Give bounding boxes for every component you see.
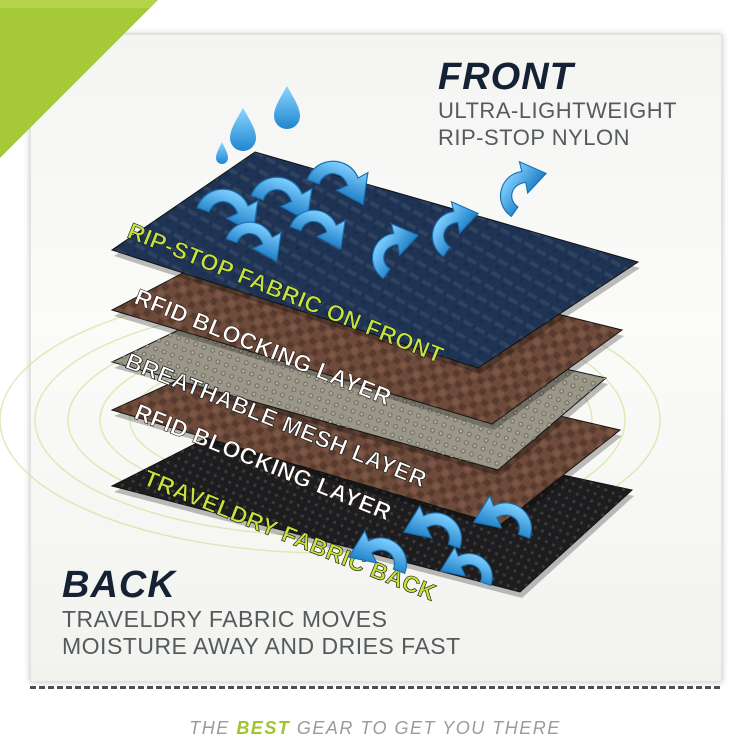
- front-subtitle-line1: ULTRA-LIGHTWEIGHT: [438, 98, 678, 123]
- water-drop-icon: [216, 142, 228, 164]
- airflow-arrow-icon: [432, 200, 480, 258]
- back-title: BACK: [62, 564, 176, 606]
- tagline: THE BEST GEAR TO GET YOU THERE: [0, 718, 750, 739]
- airflow-arrow-icon: [306, 160, 369, 206]
- corner-accent: [0, 0, 158, 158]
- airflow-arrow-icon: [250, 176, 313, 222]
- back-subtitle-line2: MOISTURE AWAY AND DRIES FAST: [62, 633, 461, 659]
- front-subtitle-line2: RIP-STOP NYLON: [438, 125, 631, 150]
- fabric-layer-traveldry: [110, 409, 634, 598]
- dashed-divider: [30, 686, 720, 689]
- airflow-arrow-icon: [289, 209, 346, 251]
- tagline-best: BEST: [236, 718, 291, 738]
- airflow-arrow-icon: [225, 221, 282, 263]
- front-title: FRONT: [438, 56, 574, 98]
- water-drop-icon: [274, 86, 300, 129]
- airflow-arrow-icon: [196, 188, 259, 234]
- airflow-arrow-icon: [439, 546, 493, 587]
- tagline-pre: THE: [189, 718, 237, 738]
- airflow-arrow-icon: [347, 529, 408, 574]
- airflow-arrows: [196, 160, 548, 587]
- airflow-arrow-icon: [500, 160, 548, 218]
- water-drop-icon: [230, 108, 256, 151]
- water-drop-icons: [216, 86, 300, 164]
- back-subtitle-line1: TRAVELDRY FABRIC MOVES: [62, 606, 388, 632]
- tagline-post: GEAR TO GET YOU THERE: [290, 718, 561, 738]
- airflow-arrow-icon: [372, 222, 420, 280]
- airflow-arrow-icon: [472, 494, 533, 539]
- airflow-arrow-icon: [402, 504, 463, 549]
